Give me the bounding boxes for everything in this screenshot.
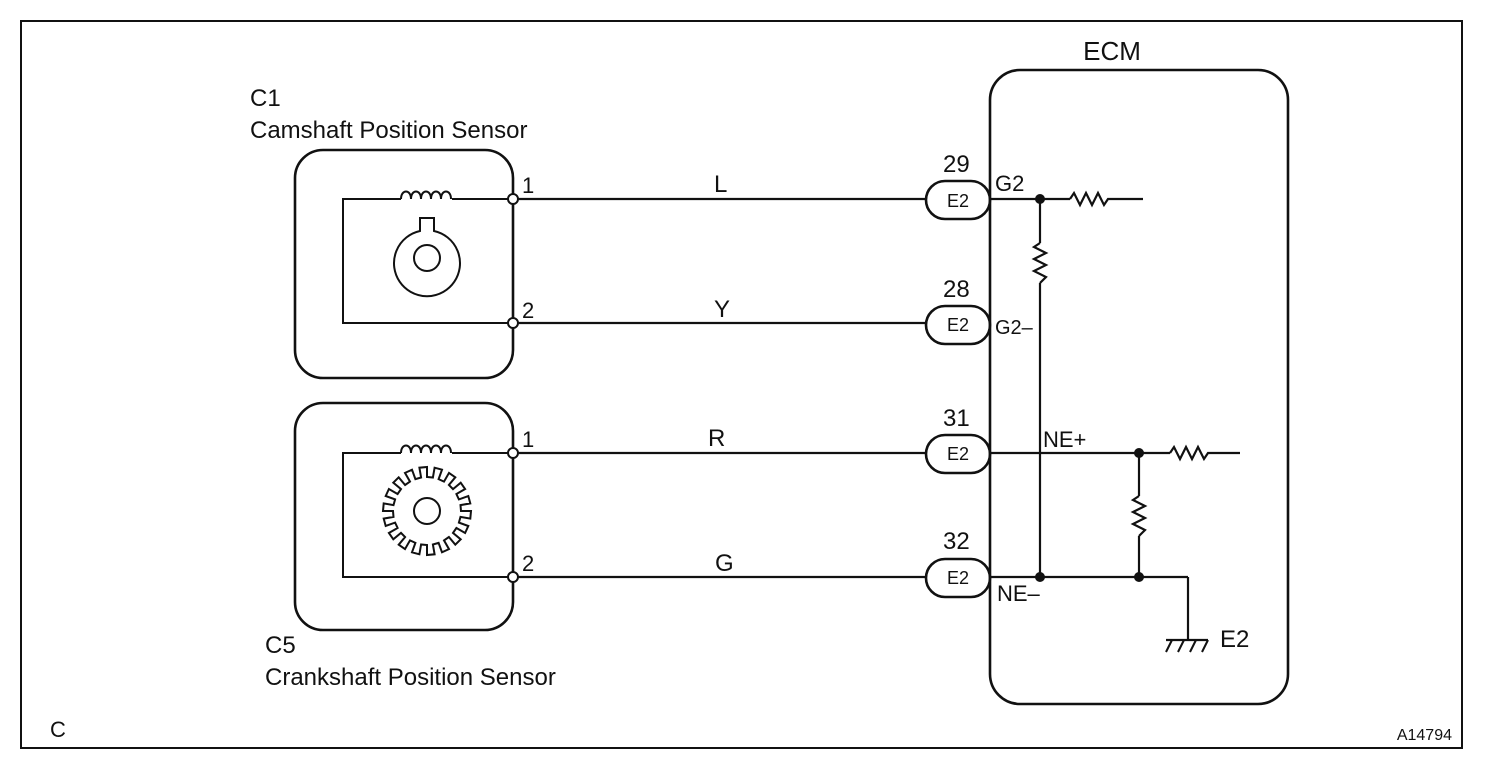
crankshaft-reluctor-icon (381, 465, 473, 557)
ecm-terminals: 29 E2 28 E2 31 E2 32 E2 (924, 151, 992, 599)
wire-color-R: R (708, 425, 725, 452)
camshaft-sensor-loop (342, 198, 513, 324)
crankshaft-pin1-label: 1 (522, 427, 534, 452)
camshaft-pin1-terminal (507, 193, 519, 205)
crankshaft-sensor-housing (293, 401, 515, 632)
page-label: C (50, 717, 66, 742)
crankshaft-pin1-terminal (507, 447, 519, 459)
camshaft-coil-icon (400, 190, 452, 200)
crankshaft-pin2-terminal (507, 571, 519, 583)
terminal-connector-29: E2 (947, 191, 969, 211)
crankshaft-connector-label: C5 (265, 632, 296, 659)
camshaft-rotor-icon (393, 217, 461, 298)
ecm-module: ECM G2 G2– NE+ NE– (988, 36, 1290, 706)
ne-shunt-resistor-icon (1130, 495, 1148, 537)
terminal-connector-31: E2 (947, 444, 969, 464)
camshaft-pin2-terminal (507, 317, 519, 329)
ground-label: E2 (1220, 626, 1249, 653)
harness-wires: L Y R G (518, 171, 926, 579)
signal-label-G2-minus: G2– (995, 317, 1034, 339)
terminal-number-32: 32 (943, 528, 970, 555)
terminal-number-29: 29 (943, 151, 970, 178)
terminal-number-31: 31 (943, 405, 970, 432)
camshaft-sensor: C1 Camshaft Position Sensor 1 2 (250, 85, 534, 380)
camshaft-connector-label: C1 (250, 85, 281, 112)
camshaft-sensor-housing (293, 148, 515, 380)
signal-label-NE-plus: NE+ (1043, 427, 1086, 452)
ne-minus-junction-right (1134, 572, 1144, 582)
camshaft-sensor-name: Camshaft Position Sensor (250, 117, 527, 144)
crankshaft-coil-icon (400, 444, 452, 454)
terminal-number-28: 28 (943, 276, 970, 303)
crankshaft-sensor-loop (342, 452, 513, 578)
crankshaft-sensor-name: Crankshaft Position Sensor (265, 664, 556, 691)
g2-input-circuit (990, 190, 1143, 577)
ground-symbol-icon (1165, 638, 1209, 653)
g2-shunt-resistor-icon (1031, 242, 1049, 284)
crankshaft-sensor: 1 2 C5 Crankshaft Position Sensor (265, 401, 556, 691)
ecm-housing (988, 68, 1290, 706)
g2-series-resistor-icon (1069, 190, 1143, 208)
ecm-title: ECM (1083, 36, 1141, 66)
ne-series-resistor-icon (1169, 444, 1240, 462)
wire-color-L: L (714, 171, 727, 198)
ne-input-circuit (990, 444, 1240, 577)
crankshaft-pin2-label: 2 (522, 551, 534, 576)
wire-color-G: G (715, 550, 734, 577)
camshaft-pin2-label: 2 (522, 298, 534, 323)
ne-minus-junction-left (1035, 572, 1045, 582)
terminal-connector-32: E2 (947, 568, 969, 588)
diagram-frame (20, 20, 1463, 749)
wire-color-Y: Y (714, 296, 730, 323)
camshaft-pin1-label: 1 (522, 173, 534, 198)
signal-label-NE-minus: NE– (997, 581, 1041, 606)
terminal-connector-28: E2 (947, 315, 969, 335)
ground-bus: E2 (990, 572, 1249, 653)
figure-id: A14794 (1397, 727, 1452, 744)
signal-label-G2: G2 (995, 171, 1024, 196)
